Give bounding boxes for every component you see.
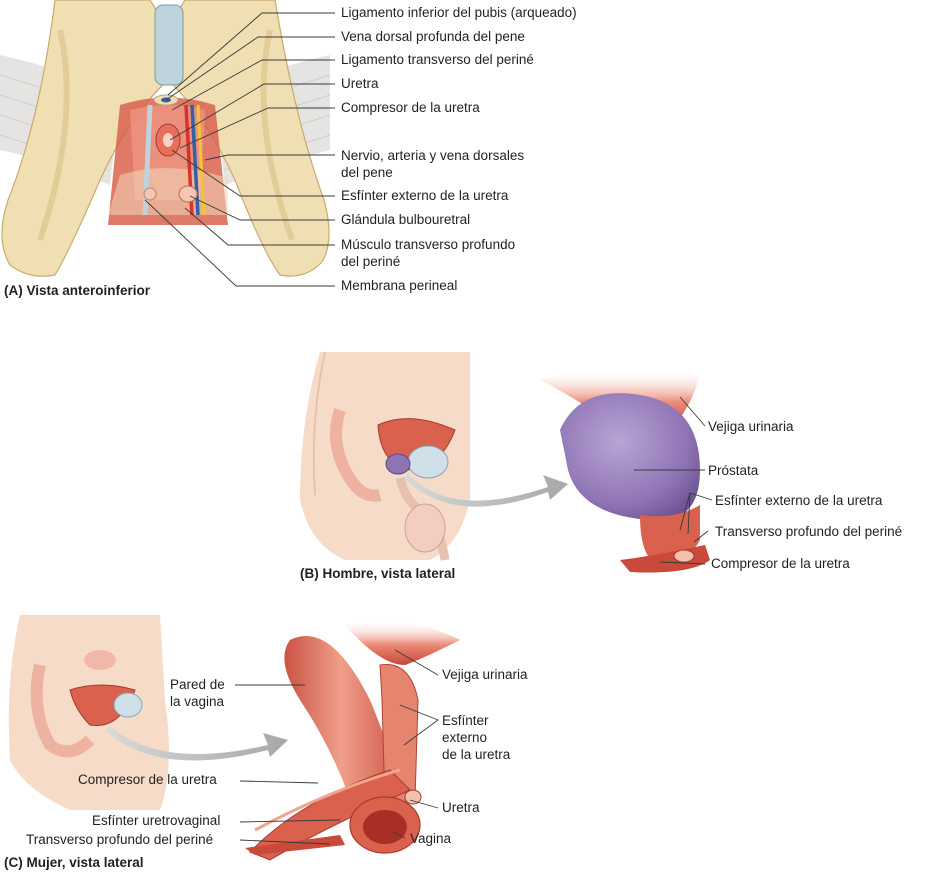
label-line: Próstata xyxy=(708,463,759,478)
label-line: la vagina xyxy=(170,694,225,709)
label-line: Ligamento transverso del periné xyxy=(341,52,534,67)
panel-a-labels: Ligamento inferior del pubis (arqueado) V… xyxy=(341,5,577,293)
label-line: Uretra xyxy=(341,76,379,91)
panel-c-zoom-arrow xyxy=(106,726,288,761)
panel-b-label: Compresor de la uretra xyxy=(711,556,850,571)
panel-c-labels: Pared de la vagina Vejiga urinariaEsfínter… xyxy=(26,667,528,847)
panel-a-label: Uretra xyxy=(341,76,379,91)
panel-c-label: Uretra xyxy=(442,800,480,815)
panel-a-label: Ligamento inferior del pubis (arqueado) xyxy=(341,5,577,20)
panel-c-label: Transverso profundo del periné xyxy=(26,832,213,847)
label-line: Músculo transverso profundo xyxy=(341,237,515,252)
panel-b-caption: (B) Hombre, vista lateral xyxy=(300,566,455,581)
panel-a-label: Nervio, arteria y vena dorsales del pene xyxy=(341,148,524,180)
label-line: Compresor de la uretra xyxy=(341,100,480,115)
panel-b-illustration xyxy=(300,351,710,573)
panel-a-label: Esfínter externo de la uretra xyxy=(341,188,509,203)
panel-c-illustration xyxy=(8,615,460,861)
panel-a-label: Glándula bulbouretral xyxy=(341,212,470,227)
panel-c-label: Compresor de la uretra xyxy=(78,772,217,787)
label-line: externo xyxy=(442,730,487,745)
panel-c-label: Esfínter uretrovaginal xyxy=(92,813,220,828)
label-line: Vena dorsal profunda del pene xyxy=(341,29,525,44)
label-line: Esfínter externo de la uretra xyxy=(341,188,509,203)
label-line: Ligamento inferior del pubis (arqueado) xyxy=(341,5,577,20)
panel-b-leaders xyxy=(634,396,713,565)
panel-a-label: Vena dorsal profunda del pene xyxy=(341,29,525,44)
panel-a-caption: (A) Vista anteroinferior xyxy=(4,283,151,298)
panel-c-label: Pared de la vagina xyxy=(170,677,225,709)
label-line: Transverso profundo del periné xyxy=(715,524,902,539)
label-line: Pared de xyxy=(170,677,225,692)
panel-a-illustration xyxy=(0,0,331,277)
label-line: Esfínter uretrovaginal xyxy=(92,813,220,828)
panel-a-label: Compresor de la uretra xyxy=(341,100,480,115)
panel-b-zoom-arrow xyxy=(404,473,568,507)
label-line: Vejiga urinaria xyxy=(708,419,794,434)
panel-a-label: Membrana perineal xyxy=(341,278,457,293)
panel-a-leaders xyxy=(144,12,335,287)
label-line: Nervio, arteria y vena dorsales xyxy=(341,148,524,163)
label-line: del pene xyxy=(341,165,393,180)
panel-c-leaders xyxy=(235,649,439,845)
label-line: Transverso profundo del periné xyxy=(26,832,213,847)
panel-b-label: Próstata xyxy=(708,463,759,478)
label-line: Esfínter externo de la uretra xyxy=(715,493,883,508)
panel-b-label: Vejiga urinaria xyxy=(708,419,794,434)
label-line: Membrana perineal xyxy=(341,278,457,293)
panel-c-label: Vagina xyxy=(410,831,452,846)
label-line: Compresor de la uretra xyxy=(78,772,217,787)
panel-b-label: Esfínter externo de la uretra xyxy=(715,493,883,508)
panel-a-label: Músculo transverso profundo del periné xyxy=(341,237,515,269)
panel-c-label: Vejiga urinaria xyxy=(442,667,528,682)
panel-c-label: Esfínter externo de la uretra xyxy=(442,713,511,762)
panel-a-label: Ligamento transverso del periné xyxy=(341,52,534,67)
label-line: de la uretra xyxy=(442,747,511,762)
label-line: Glándula bulbouretral xyxy=(341,212,470,227)
panel-c-caption: (C) Mujer, vista lateral xyxy=(4,855,144,870)
label-line: del periné xyxy=(341,254,400,269)
label-line: Vejiga urinaria xyxy=(442,667,528,682)
label-line: Esfínter xyxy=(442,713,489,728)
label-line: Uretra xyxy=(442,800,480,815)
panel-b-label: Transverso profundo del periné xyxy=(715,524,902,539)
label-line: Compresor de la uretra xyxy=(711,556,850,571)
label-line: Vagina xyxy=(410,831,452,846)
